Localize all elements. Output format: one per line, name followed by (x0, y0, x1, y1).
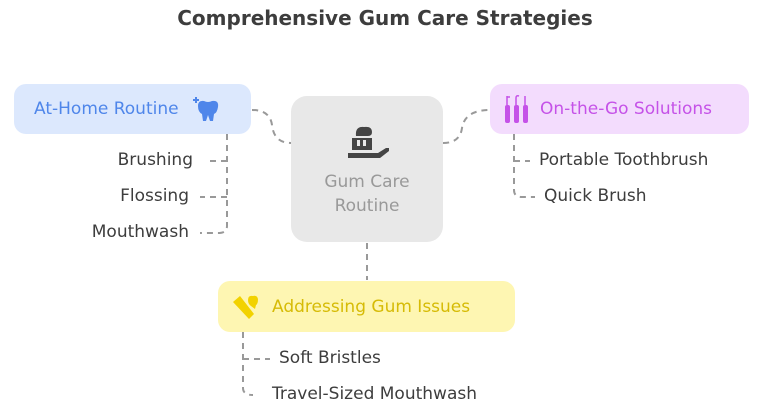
leaf-mouthwash: Mouthwash (91, 222, 189, 242)
branch-label: On-the-Go Solutions (540, 99, 713, 119)
leaf-flossing: Flossing (120, 186, 189, 206)
branch-at-home[interactable]: At-Home Routine (14, 84, 251, 134)
branch-label: Addressing Gum Issues (272, 296, 471, 317)
branch-on-the-go[interactable]: On-the-Go Solutions (490, 84, 749, 134)
connector-on-the-go-items (513, 134, 535, 198)
connector-at-home-items (200, 134, 228, 234)
diagram-title: Comprehensive Gum Care Strategies (177, 6, 593, 30)
toothbrush-hand-icon (348, 126, 389, 158)
leaf-brushing: Brushing (117, 150, 193, 170)
leaf-travel-mouthwash: Travel-Sized Mouthwash (272, 384, 477, 404)
dental-tools-icon (505, 95, 528, 123)
connector-gum-items (242, 332, 270, 396)
leaf-portable-toothbrush: Portable Toothbrush (539, 150, 709, 170)
leaf-soft-bristles: Soft Bristles (279, 348, 381, 368)
central-node[interactable]: Gum Care Routine (291, 96, 443, 242)
toothbrush-tooth-icon (233, 295, 258, 319)
connector-on-the-go (442, 109, 491, 144)
branch-label: At-Home Routine (34, 99, 179, 119)
branch-gum-issues[interactable]: Addressing Gum Issues (218, 281, 515, 332)
tooth-sparkle-icon (192, 97, 218, 121)
connector-at-home (251, 109, 292, 144)
central-label-line2: Routine (334, 196, 400, 216)
central-label-line1: Gum Care (324, 172, 410, 192)
leaf-quick-brush: Quick Brush (544, 186, 647, 206)
